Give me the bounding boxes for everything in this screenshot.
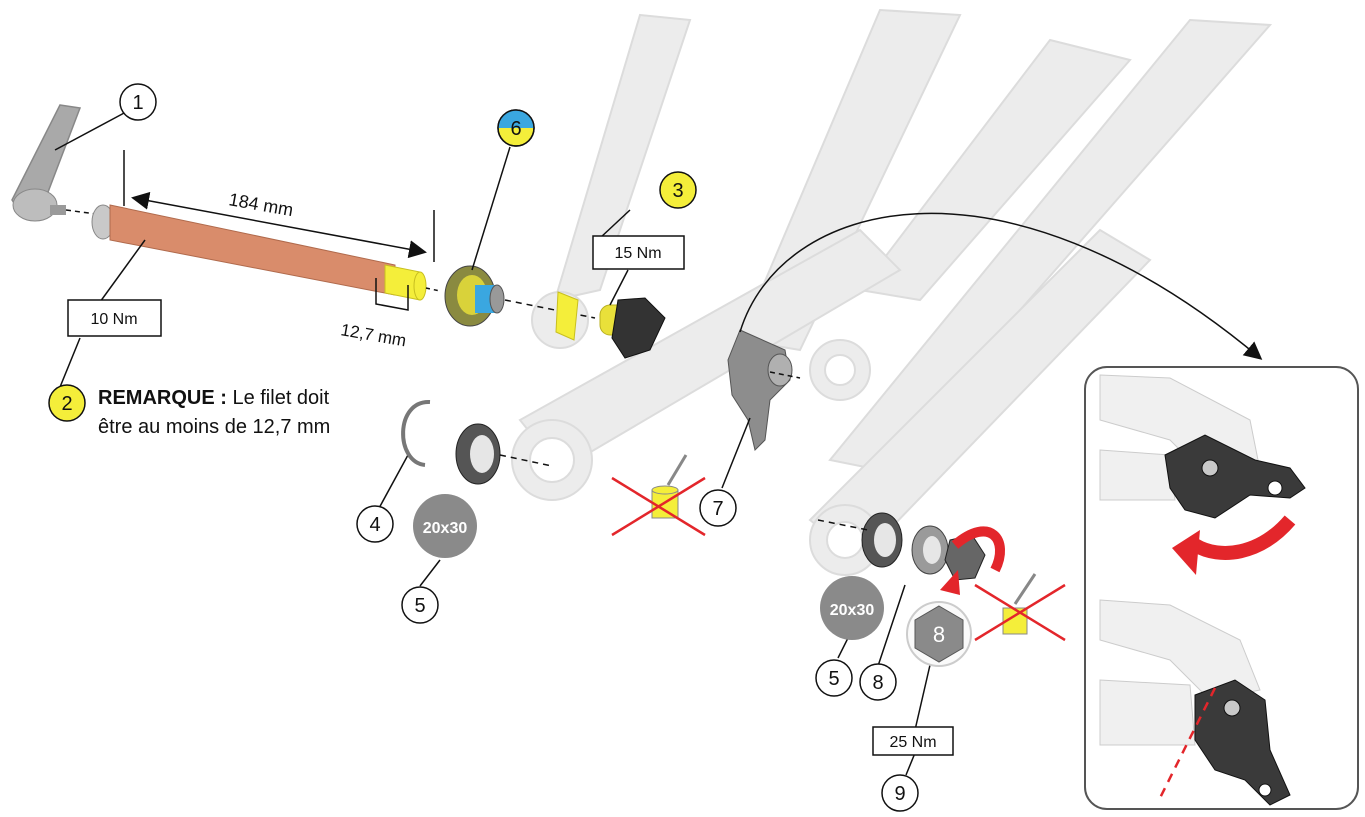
svg-text:2: 2 [61,393,72,415]
callout-7: 7 [699,489,737,527]
remark-note: REMARQUE : Le filet doit être au moins d… [98,384,348,442]
svg-text:8: 8 [872,672,883,694]
callout-8: 8 [859,663,897,701]
bearing-size-badge-right: 20x30 [820,576,884,640]
svg-text:1: 1 [132,92,143,114]
threaded-insert [599,297,666,359]
washer [911,525,949,575]
snap-ring [401,399,431,467]
svg-text:4: 4 [369,514,380,536]
callout-5-left: 5 [401,586,439,624]
svg-text:7: 7 [712,498,723,520]
no-grease-icon [611,454,706,537]
derailleur-hanger [727,329,793,451]
remark-title: REMARQUE : [98,387,227,409]
callout-3: 3 [659,171,697,209]
hex-nut-icon: 8 [906,601,972,667]
svg-text:9: 9 [894,783,905,805]
nut [940,526,1005,595]
svg-text:3: 3 [672,180,683,202]
no-grease-icon-2 [974,573,1066,642]
dimension-length: 184 mm [227,189,295,220]
svg-text:6: 6 [510,118,521,140]
axle-adapter [444,265,505,327]
callout-9: 9 [881,774,919,812]
svg-text:25 Nm: 25 Nm [889,734,936,751]
dimension-thread: 12,7 mm [339,320,407,350]
bearing-right [861,512,903,568]
bearing-size-badge-left: 20x30 [413,494,477,558]
quick-release-lever [11,104,82,222]
bearing-size-right: 20x30 [830,602,875,619]
callout-1: 1 [119,83,157,121]
hex-nut-label: 8 [933,622,945,647]
torque-box-25nm: 25 Nm [872,726,954,756]
callout-6: 6 [497,109,535,147]
bike-frame-outline [511,8,1273,576]
detail-inset [1084,366,1359,810]
callout-4: 4 [356,505,394,543]
callout-5-right: 5 [815,659,853,697]
remark-body: Le filet doit être au moins de 12,7 mm [98,387,331,438]
bearing-left [455,423,501,485]
svg-text:5: 5 [828,668,839,690]
svg-text:5: 5 [414,595,425,617]
svg-text:15 Nm: 15 Nm [614,245,661,262]
torque-box-15nm: 15 Nm [592,235,685,270]
svg-text:10 Nm: 10 Nm [90,311,137,328]
torque-box-10nm: 10 Nm [67,299,162,337]
bearing-size-left: 20x30 [423,520,468,537]
callout-2: 2 [48,384,86,422]
